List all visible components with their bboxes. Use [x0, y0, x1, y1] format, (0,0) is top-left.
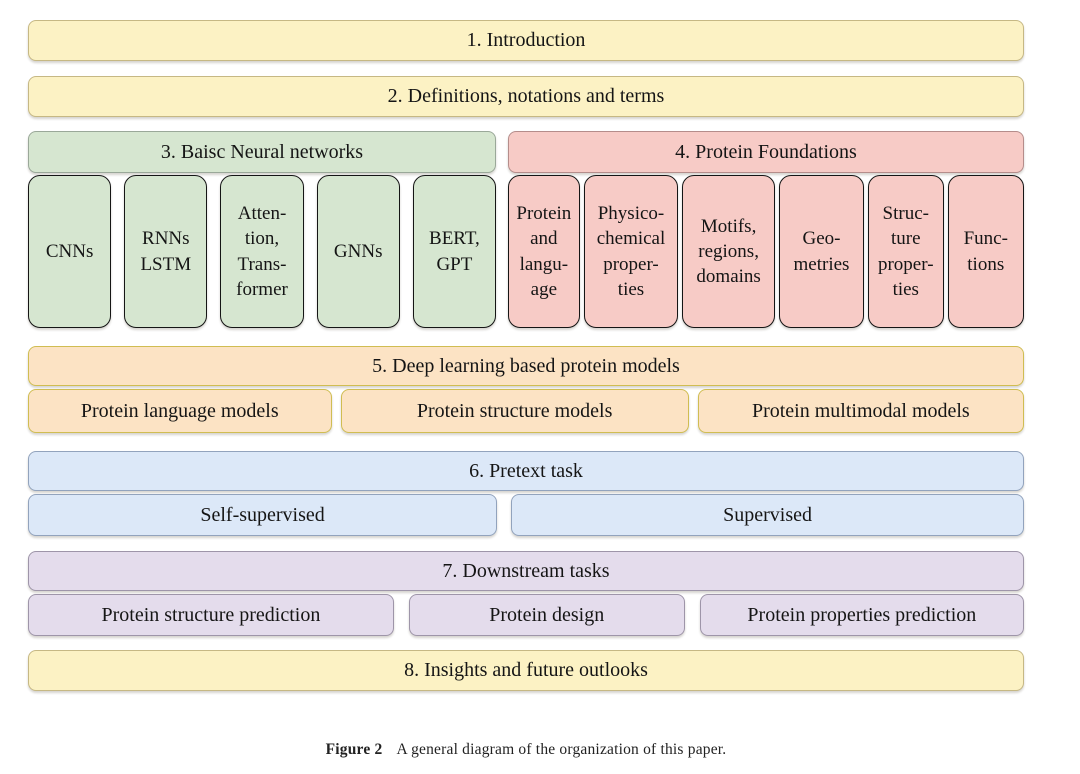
section-introduction: 1. Introduction	[28, 20, 1024, 61]
pretext-task-header: 6. Pretext task	[28, 451, 1024, 491]
box-protein-structure-prediction: Protein structure prediction	[28, 594, 394, 636]
box-protein-multimodal-models: Protein multimodal models	[697, 389, 1024, 433]
box-motifs-regions-domains: Motifs, regions, domains	[682, 175, 775, 328]
figure-caption-label: Figure 2	[325, 741, 383, 758]
row-neural-and-foundations: 3. Baisc Neural networks CNNs RNNs LSTM …	[28, 131, 1024, 328]
box-protein-and-language: Protein and langu- age	[508, 175, 580, 328]
neural-networks-header: 3. Baisc Neural networks	[28, 131, 496, 173]
box-protein-structure-models: Protein structure models	[340, 389, 689, 433]
section-definitions: 2. Definitions, notations and terms	[28, 76, 1024, 117]
deep-learning-models-header: 5. Deep learning based protein models	[28, 346, 1024, 386]
box-structure-properties: Struc- ture proper- ties	[868, 175, 944, 328]
box-supervised: Supervised	[511, 494, 1024, 536]
box-attention-transformer: Atten- tion, Trans- former	[220, 175, 304, 328]
box-self-supervised: Self-supervised	[28, 494, 498, 536]
box-protein-design: Protein design	[408, 594, 685, 636]
section-insights: 8. Insights and future outlooks	[28, 650, 1024, 691]
protein-foundations-items: Protein and langu- age Physico- chemical…	[508, 175, 1024, 328]
deep-learning-models-items: Protein language models Protein structur…	[28, 389, 1024, 433]
box-protein-language-models: Protein language models	[28, 389, 332, 433]
section-protein-foundations: 4. Protein Foundations Protein and langu…	[508, 131, 1024, 328]
protein-foundations-header: 4. Protein Foundations	[508, 131, 1024, 173]
box-cnns: CNNs	[28, 175, 112, 328]
box-rnns-lstm: RNNs LSTM	[124, 175, 208, 328]
box-protein-properties-prediction: Protein properties prediction	[699, 594, 1024, 636]
section-deep-learning-models: 5. Deep learning based protein models Pr…	[28, 346, 1024, 433]
neural-networks-items: CNNs RNNs LSTM Atten- tion, Trans- forme…	[28, 175, 497, 328]
box-bert-gpt: BERT, GPT	[412, 175, 497, 328]
section-downstream-tasks: 7. Downstream tasks Protein structure pr…	[28, 551, 1024, 636]
figure-caption: Figure 2 A general diagram of the organiz…	[28, 741, 1024, 759]
box-geometries: Geo- metries	[778, 175, 864, 328]
pretext-task-items: Self-supervised Supervised	[28, 494, 1024, 536]
section-basic-neural-networks: 3. Baisc Neural networks CNNs RNNs LSTM …	[28, 131, 497, 328]
box-physicochemical-properties: Physico- chemical proper- ties	[583, 175, 679, 328]
figure-caption-text: A general diagram of the organization of…	[396, 741, 727, 758]
box-functions: Func- tions	[947, 175, 1024, 328]
downstream-tasks-header: 7. Downstream tasks	[28, 551, 1024, 591]
downstream-tasks-items: Protein structure prediction Protein des…	[28, 594, 1024, 636]
paper-organization-diagram: 1. Introduction 2. Definitions, notation…	[28, 0, 1024, 759]
section-pretext-task: 6. Pretext task Self-supervised Supervis…	[28, 451, 1024, 536]
box-gnns: GNNs	[316, 175, 400, 328]
